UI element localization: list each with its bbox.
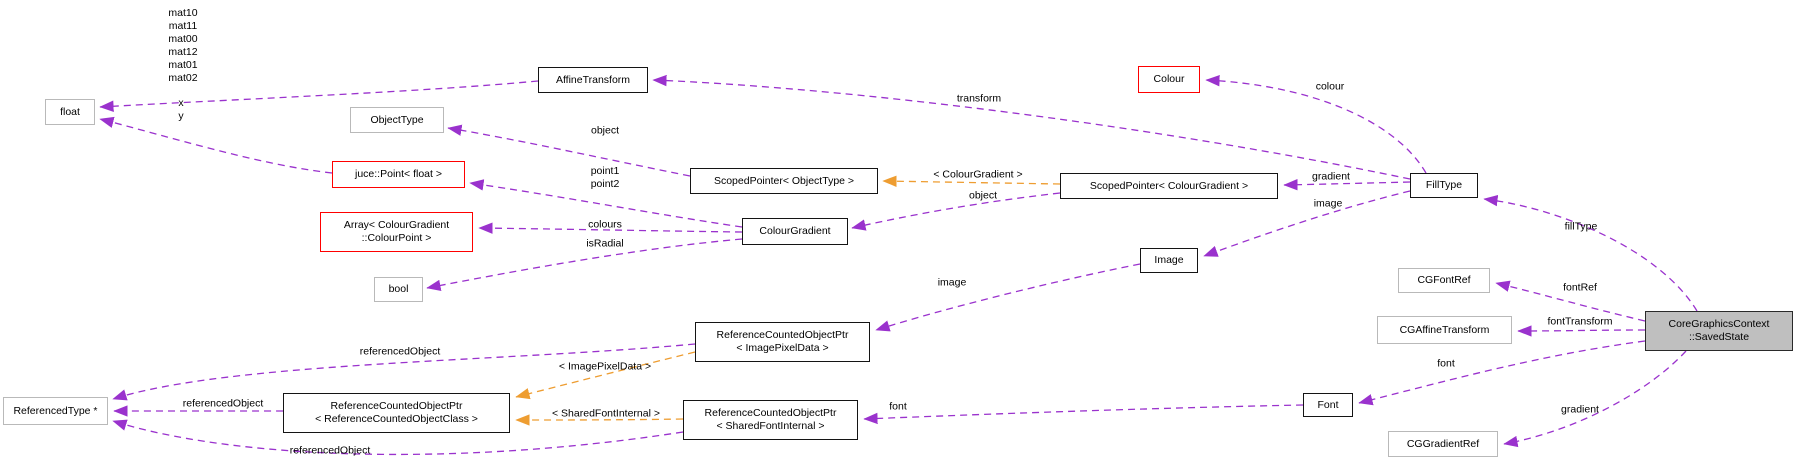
- edge-e-fontref: [1495, 280, 1646, 322]
- node-image[interactable]: Image: [1140, 248, 1198, 273]
- node-scoped-pointer-object-type[interactable]: ScopedPointer< ObjectType >: [690, 168, 878, 194]
- edge-e-tmpl-imagepixeldata: [515, 351, 696, 400]
- edge-e-colour: [1205, 74, 1427, 174]
- node-bool[interactable]: bool: [374, 277, 423, 302]
- node-colour-gradient[interactable]: ColourGradient: [742, 218, 848, 245]
- node-referenced-type[interactable]: ReferencedType *: [3, 397, 108, 425]
- edge-e-font1: [1358, 340, 1646, 406]
- edge-e-transform: [652, 74, 1411, 180]
- edge-e-gradient2: [1503, 350, 1687, 448]
- edge-e-object1: [447, 124, 691, 177]
- edge-e-isradial: [426, 238, 743, 292]
- node-ref-ptr-shared-font-internal[interactable]: ReferenceCountedObjectPtr < SharedFontIn…: [683, 400, 858, 440]
- node-array-colour-point[interactable]: Array< ColourGradient ::ColourPoint >: [320, 212, 473, 252]
- node-colour[interactable]: Colour: [1138, 66, 1200, 93]
- edge-e-fonttransform: [1517, 325, 1646, 337]
- edge-e-refobj-bottom: [112, 419, 684, 456]
- node-object-type[interactable]: ObjectType: [350, 107, 444, 133]
- node-saved-state[interactable]: CoreGraphicsContext ::SavedState: [1645, 311, 1793, 351]
- edge-e-points: [469, 179, 743, 228]
- edge-e-image2: [875, 263, 1141, 332]
- node-cg-gradient-ref[interactable]: CGGradientRef: [1388, 431, 1498, 457]
- node-cg-affine-transform[interactable]: CGAffineTransform: [1377, 316, 1512, 344]
- edge-e-tmpl-sharedfontinternal: [515, 414, 684, 426]
- node-scoped-pointer-colour-gradient[interactable]: ScopedPointer< ColourGradient >: [1060, 173, 1278, 199]
- node-juce-point-float[interactable]: juce::Point< float >: [332, 161, 465, 188]
- node-affine-transform[interactable]: AffineTransform: [538, 67, 648, 93]
- node-ref-ptr-ref-counted-object-class[interactable]: ReferenceCountedObjectPtr < ReferenceCou…: [283, 393, 510, 433]
- edge-e-colours: [478, 222, 743, 234]
- edge-e-xy: [99, 116, 333, 174]
- edge-e-object2: [851, 192, 1061, 231]
- node-fill-type[interactable]: FillType: [1410, 173, 1478, 198]
- edge-e-font2: [863, 404, 1304, 425]
- edge-e-refobj-top: [112, 343, 696, 401]
- edge-e-gradient1: [1283, 178, 1411, 191]
- node-font[interactable]: Font: [1303, 393, 1353, 417]
- node-cg-font-ref[interactable]: CGFontRef: [1398, 268, 1490, 293]
- edge-e-tmpl-colourgradient: [882, 175, 1061, 187]
- edge-e-mats: [99, 80, 539, 112]
- edge-e-image1: [1203, 190, 1411, 257]
- node-ref-ptr-image-pixel-data[interactable]: ReferenceCountedObjectPtr < ImagePixelDa…: [695, 322, 870, 362]
- edge-e-filltype: [1483, 194, 1698, 312]
- node-float[interactable]: float: [45, 99, 95, 125]
